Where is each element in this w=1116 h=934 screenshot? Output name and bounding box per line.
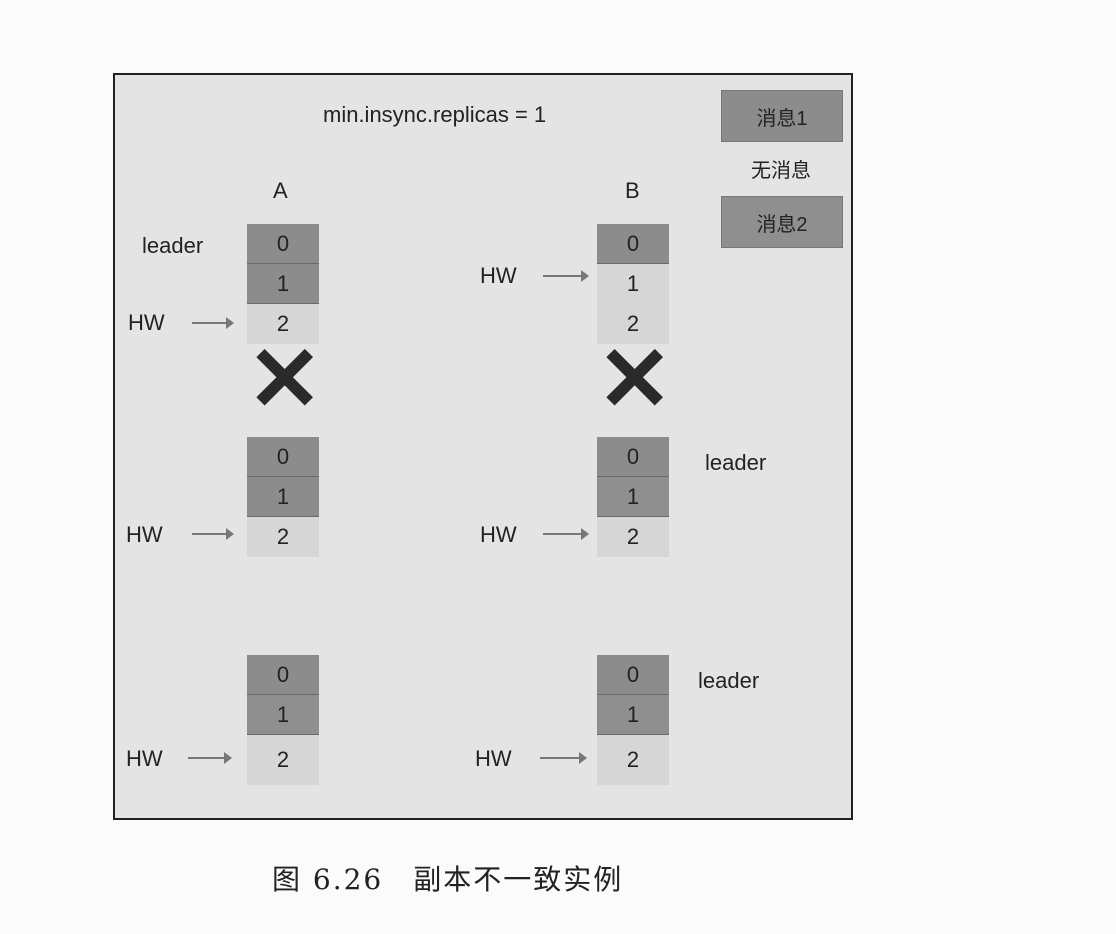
log-cell: 1 [597, 477, 669, 517]
leader-label: leader [142, 233, 204, 258]
cross-icon: ✕ [247, 330, 323, 430]
arrow-icon [543, 528, 589, 540]
log-cell: 2 [247, 517, 319, 557]
column-b-label: B [625, 178, 640, 203]
log-cell: 1 [247, 695, 319, 735]
log-cell: 1 [597, 695, 669, 735]
figure-caption: 图 6.26 副本不一致实例 [272, 863, 624, 896]
log-cell: 1 [597, 264, 669, 304]
leader-label: leader [698, 668, 760, 693]
hw-label: HW [480, 263, 517, 288]
log-cell: 2 [597, 304, 669, 344]
log-cell: 2 [597, 735, 669, 785]
hw-label: HW [475, 746, 512, 771]
log-cell: 1 [247, 477, 319, 517]
arrow-icon [188, 752, 232, 764]
column-a-label: A [273, 178, 288, 203]
log-cell: 0 [247, 224, 319, 264]
hw-label: HW [126, 522, 163, 547]
log-cell: 0 [597, 655, 669, 695]
arrow-icon [543, 270, 589, 282]
log-cell: 2 [247, 304, 319, 344]
log-cell: 0 [247, 655, 319, 695]
hw-label: HW [480, 522, 517, 547]
diagram-title: min.insync.replicas = 1 [323, 102, 547, 127]
arrow-icon [540, 752, 587, 764]
log-cell: 2 [247, 735, 319, 785]
log-cell: 0 [597, 437, 669, 477]
arrow-icon [192, 317, 234, 329]
log-cell: 0 [247, 437, 319, 477]
hw-label: HW [128, 310, 165, 335]
cross-icon: ✕ [597, 330, 673, 430]
log-cell: 2 [597, 517, 669, 557]
leader-label: leader [705, 450, 767, 475]
log-cell: 0 [597, 224, 669, 264]
legend-message-2: 消息2 [721, 196, 843, 248]
arrow-icon [192, 528, 234, 540]
legend-no-message: 无消息 [751, 159, 811, 182]
hw-label: HW [126, 746, 163, 771]
legend-message-1: 消息1 [721, 90, 843, 142]
log-cell: 1 [247, 264, 319, 304]
